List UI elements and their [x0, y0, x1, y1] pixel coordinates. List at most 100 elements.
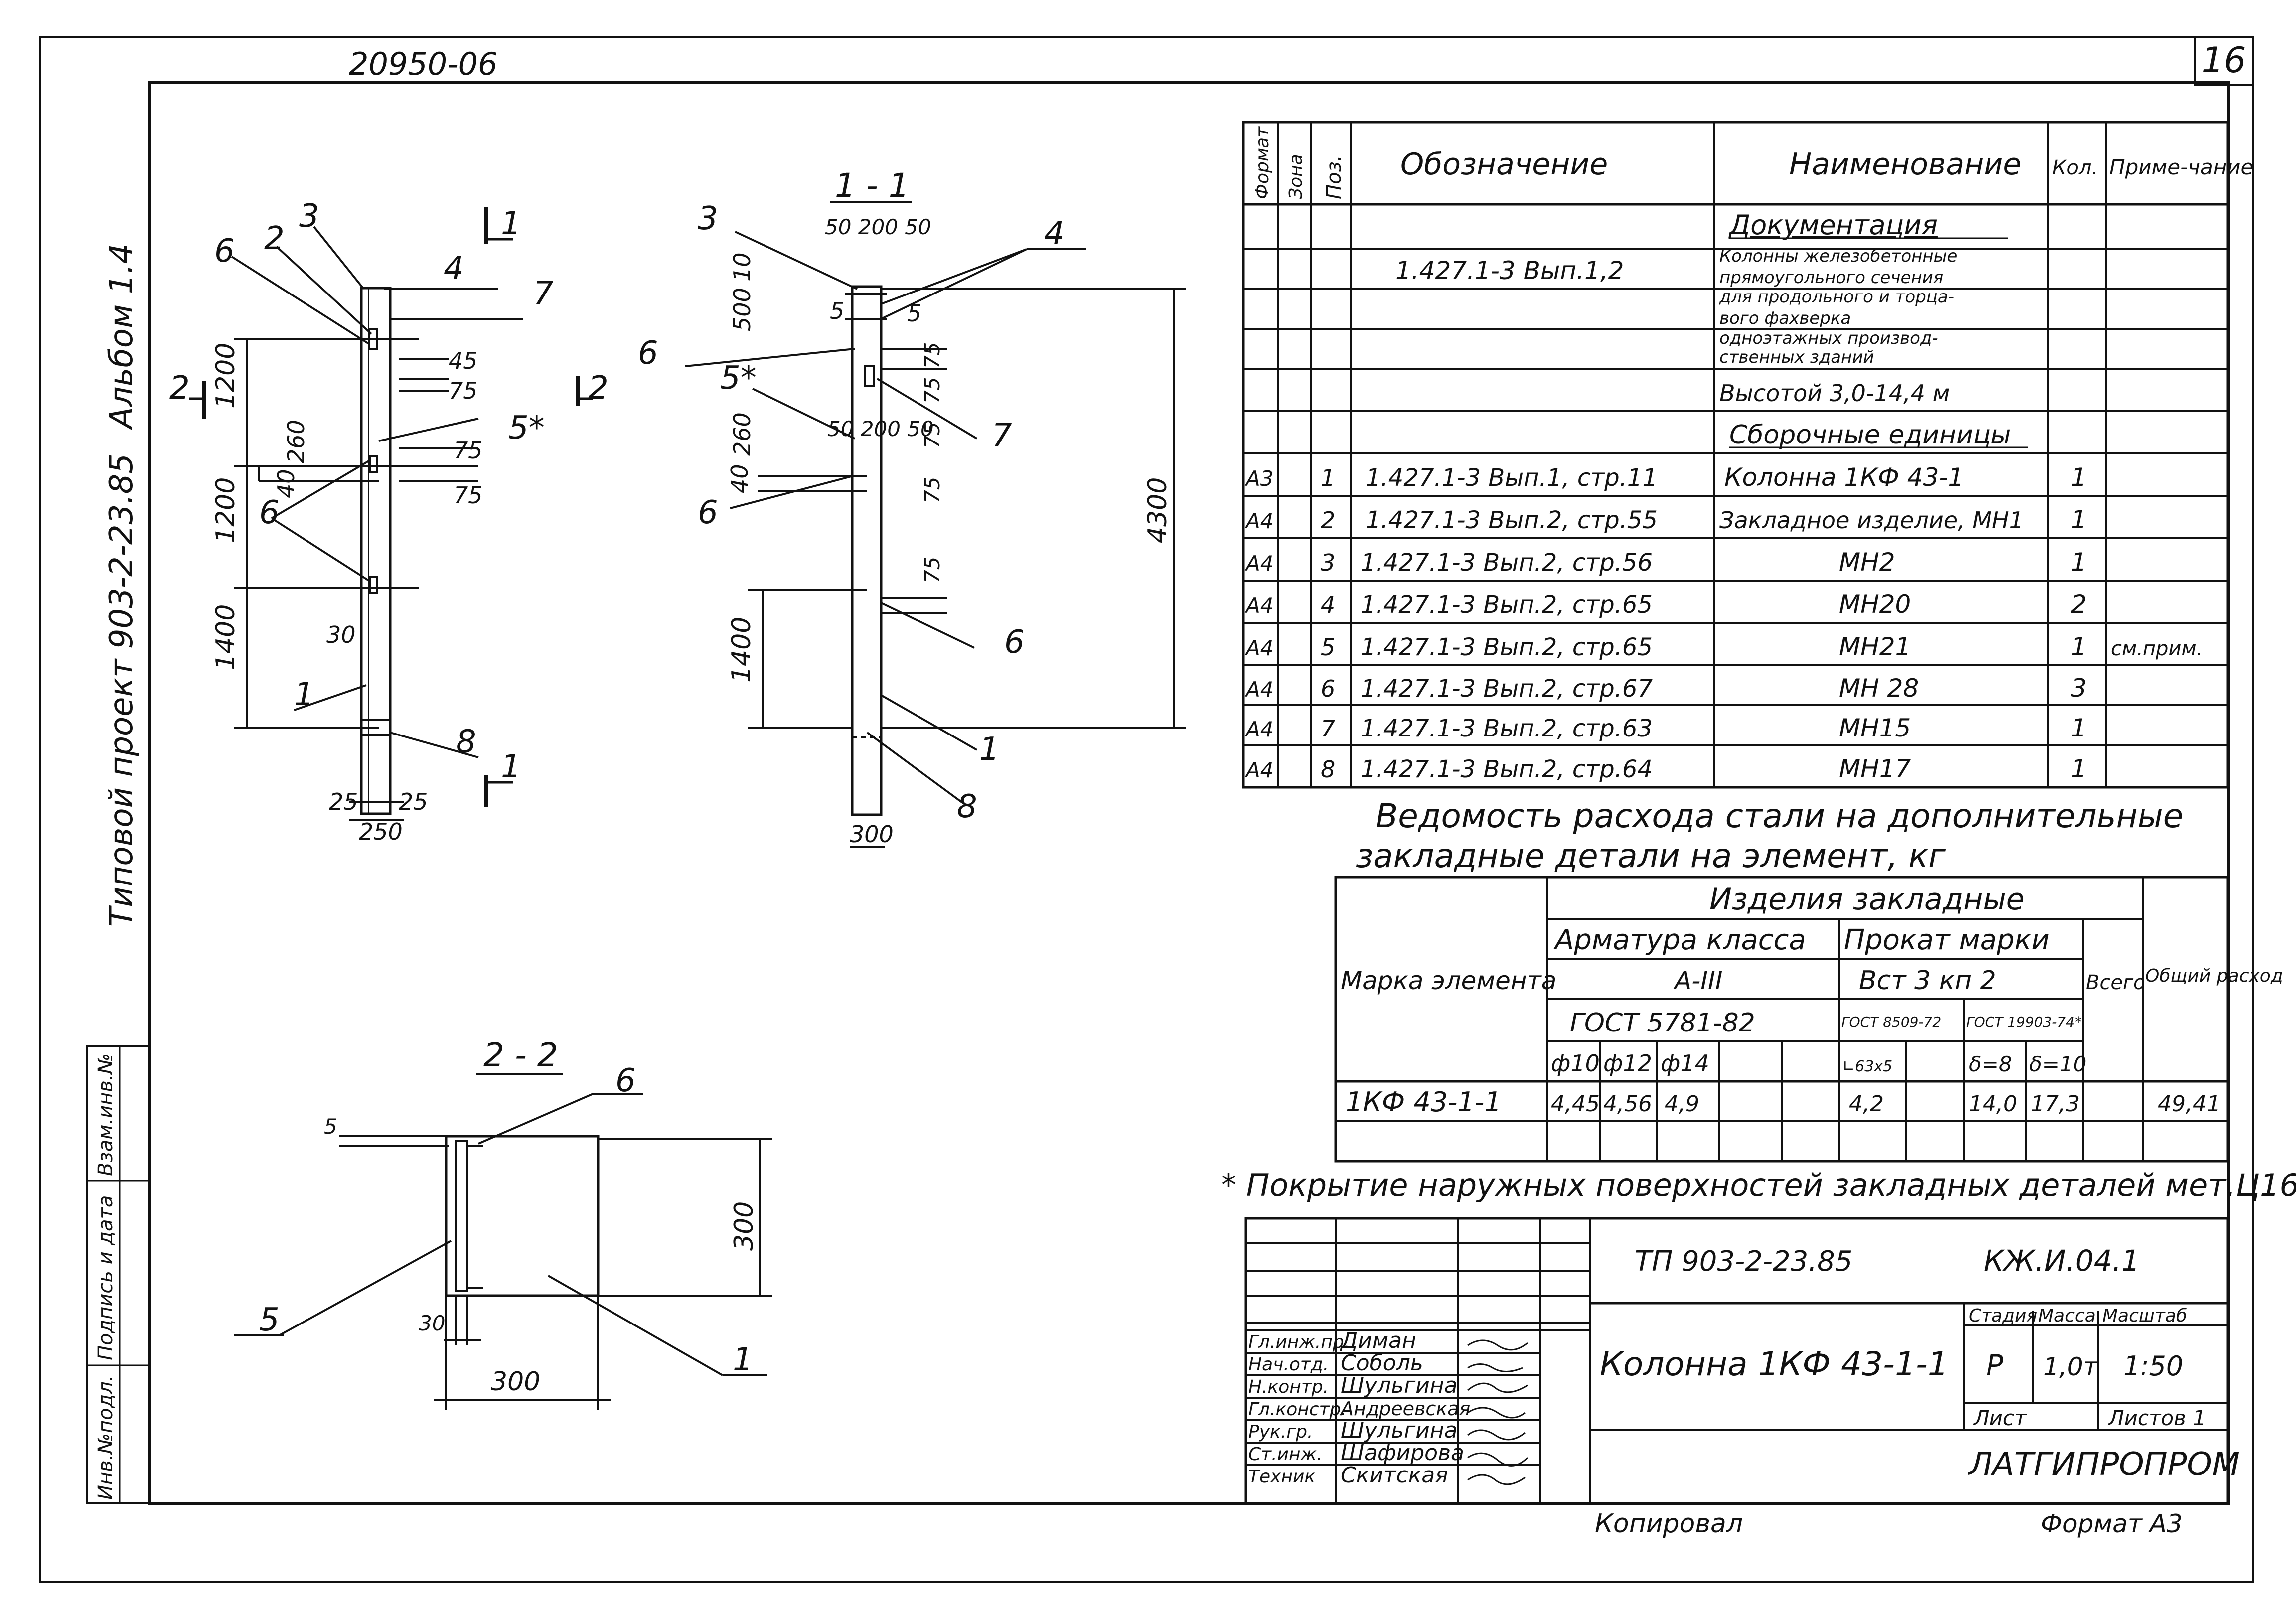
side-stamp: Инв.№подл. Подпись и дата Взам.инв.№: [86, 1045, 151, 1504]
steel-col-angle: ∟63х5: [1842, 1058, 1892, 1075]
steel-table: Изделия закладные Арматура класса А-III …: [1334, 876, 2283, 1163]
dim-1200b: 1200: [211, 477, 241, 543]
steel-row: 1КФ 43-1-1 4,45 4,56 4,9 4,2 14,0 17,3 4…: [1346, 1086, 2221, 1118]
tb-sheet-h: Лист: [1973, 1406, 2027, 1430]
section-2-2: 2 - 2 5 300 300 30 6 5 1: [234, 1036, 772, 1410]
section-22-outline: [445, 1135, 600, 1297]
row-name: МН 28: [1839, 674, 1919, 703]
row-name: МН15: [1839, 714, 1911, 742]
signature-scribbles: [1467, 1339, 1529, 1485]
column-outline: [360, 287, 392, 815]
section-units: Сборочные единицы: [1729, 420, 2011, 450]
row-fmt: А4: [1244, 593, 1273, 618]
role-technician: Техник: [1248, 1467, 1315, 1487]
dim-4300: 4300: [1143, 477, 1173, 543]
sheet-number-box: [2194, 36, 2254, 86]
spec-row: А4 7 1.427.1-3 Вып.2, стр.63 МН15 1: [1244, 714, 2087, 742]
row-designation: 1.427.1-3 Вып.2, стр.55: [1366, 506, 1658, 534]
steel-h-products: Изделия закладные: [1709, 882, 2025, 917]
callout-5star: 5*: [508, 410, 545, 446]
hdr-format: Формат: [1252, 126, 1273, 199]
outer-frame: [39, 36, 2254, 1583]
section-mark-top: 1: [501, 205, 521, 242]
steel-h-rebar: Арматура класса: [1553, 924, 1806, 956]
hdr-designation: Обозначение: [1400, 147, 1608, 182]
steel-h-rebar-gost: ГОСТ 5781-82: [1570, 1008, 1755, 1038]
s11-callout-8: 8: [957, 788, 977, 825]
row-qty: 1: [2071, 714, 2087, 742]
name-chief-engineer: Диман: [1340, 1328, 1416, 1353]
dim-45: 45: [449, 347, 478, 374]
row-pos: 2: [1321, 507, 1335, 534]
copied-label: Копировал: [1595, 1509, 1743, 1539]
dim-25a: 25: [329, 788, 358, 815]
doc-name-line5: одноэтажных производ-: [1719, 328, 1938, 348]
steel-col-s8: δ=8: [1969, 1052, 2012, 1076]
row-name: МН17: [1839, 754, 1911, 783]
row-name: Колонна 1КФ 43-1: [1724, 463, 1964, 492]
front-view: 45 75 75 75 1200 1200 1400 260 40 30 25 …: [169, 198, 609, 845]
row-fmt: А4: [1244, 717, 1273, 741]
doc-name-line4: вого фахверка: [1719, 308, 1851, 328]
role-dept-head: Нач.отд.: [1248, 1354, 1329, 1375]
steel-row-f10: 4,45: [1551, 1091, 1600, 1117]
row-qty: 1: [2071, 505, 2087, 534]
coating-note: * Покрытие наружных поверхностей закладн…: [1221, 1167, 2296, 1203]
row-qty: 3: [2071, 674, 2087, 703]
album-label: Альбом 1.4: [103, 244, 140, 431]
callout-3: 3: [299, 198, 319, 235]
name-technician: Скитская: [1341, 1463, 1448, 1488]
steel-h-gost1: ГОСТ 8509-72: [1841, 1014, 1941, 1030]
dim-75-s11d: 75: [920, 477, 944, 503]
tb-scale-h: Масштаб: [2102, 1306, 2187, 1326]
tb-scale: 1:50: [2123, 1350, 2183, 1382]
name-chief-designer: Андреевская: [1339, 1398, 1470, 1420]
section-mark-2-left: 2: [169, 370, 190, 407]
signature-rows: Гл.инж.пр. Диман Нач.отд. Соболь Н.контр…: [1246, 1328, 1540, 1488]
row-name: МН2: [1839, 548, 1895, 577]
s11-callout-7: 7: [992, 417, 1012, 454]
format-label: Формат А3: [2041, 1509, 2183, 1538]
dim-300-vertical: 300: [729, 1201, 759, 1251]
steel-h-rolled: Прокат марки: [1844, 924, 2050, 956]
row-pos: 7: [1321, 715, 1335, 742]
side-label-inv: Инв.№подл.: [94, 1375, 117, 1500]
doc-name-line1: Колонны железобетонные: [1719, 246, 1957, 266]
dim-300-s11: 300: [850, 821, 894, 848]
hdr-note: Приме-чание: [2109, 155, 2253, 179]
dim-260-s11: 260: [729, 412, 756, 456]
row-name: МН21: [1839, 632, 1911, 661]
row-designation: 1.427.1-3 Вып.2, стр.67: [1361, 675, 1653, 703]
row-designation: 1.427.1-3 Вып.2, стр.64: [1361, 755, 1653, 783]
role-norm-control: Н.контр.: [1248, 1377, 1329, 1397]
dim-1400-s11: 1400: [727, 617, 757, 683]
spec-row: А4 5 1.427.1-3 Вып.2, стр.65 МН21 1 см.п…: [1244, 632, 2203, 661]
s11-callout-3: 3: [698, 200, 718, 237]
top-code: 20950-06: [349, 46, 498, 82]
row-qty: 1: [2071, 463, 2087, 492]
row-fmt: А4: [1244, 551, 1273, 576]
dim-300-horizontal: 300: [491, 1367, 540, 1397]
spec-table: Формат Зона Поз. Обозначение Наименовани…: [1242, 121, 2253, 789]
row-fmt: А4: [1244, 758, 1273, 782]
name-group-lead: Шульгина: [1341, 1418, 1458, 1443]
row-pos: 4: [1321, 591, 1335, 618]
steel-title-1: Ведомость расхода стали на дополнительны…: [1376, 797, 2183, 835]
steel-col-f12: ф12: [1603, 1050, 1652, 1077]
dim-30-s22: 30: [419, 1311, 445, 1335]
s22-callout-5: 5: [259, 1302, 280, 1338]
row-name: МН20: [1839, 590, 1911, 619]
s11-callout-4: 4: [1044, 215, 1065, 252]
callout-4: 4: [444, 250, 464, 287]
s11-callout-1: 1: [979, 731, 1000, 768]
steel-row-s10: 17,3: [2031, 1091, 2080, 1117]
tb-code: ТП 903-2-23.85: [1635, 1245, 1852, 1278]
steel-title-2: закладные детали на элемент, кг: [1356, 837, 1946, 875]
hdr-qty: Кол.: [2052, 156, 2098, 179]
steel-row-f14: 4,9: [1665, 1091, 1699, 1117]
hdr-name: Наименование: [1789, 147, 2021, 182]
s11-callout-6: 6: [638, 335, 658, 372]
dim-40-s11: 40: [726, 464, 753, 493]
row-qty: 2: [2071, 590, 2087, 619]
tb-stage: Р: [1986, 1348, 2003, 1382]
